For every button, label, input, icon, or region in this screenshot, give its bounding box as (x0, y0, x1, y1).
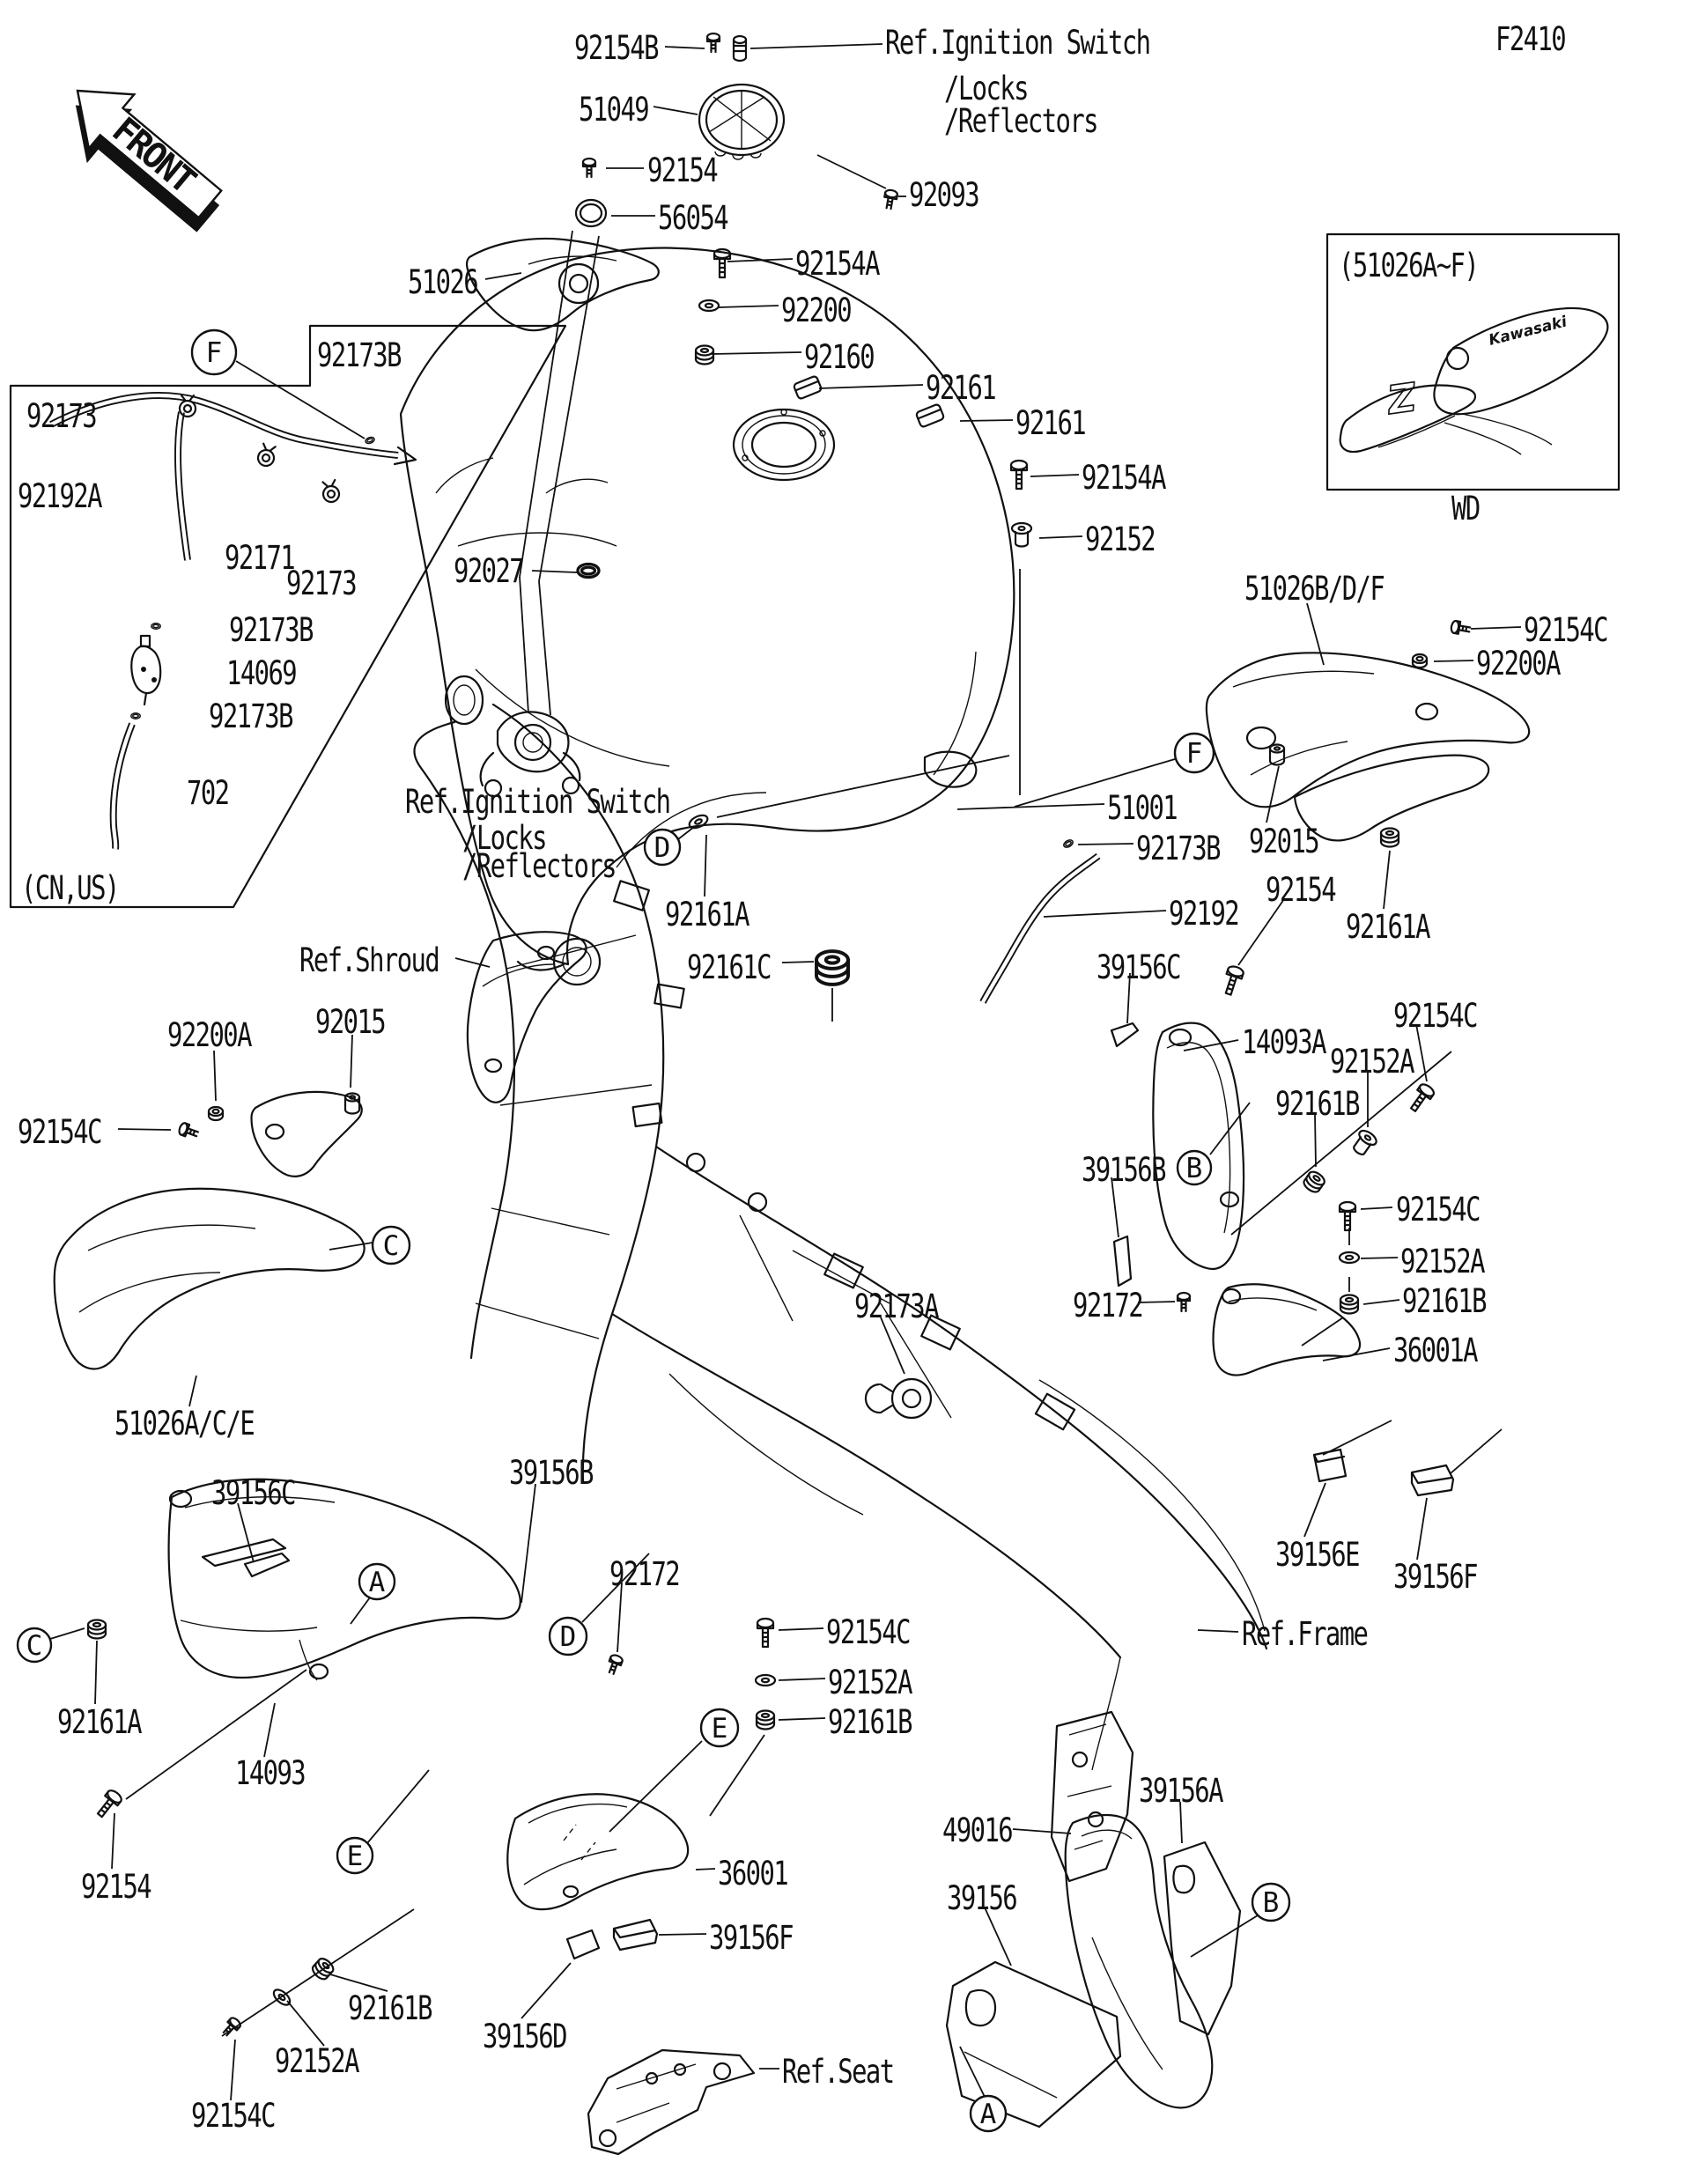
bushing-icon-92152 (1010, 521, 1033, 548)
cover-36001A-drawing (1212, 1283, 1362, 1376)
svg-text:B: B (1263, 1887, 1280, 1919)
screw-icon-92172l (604, 1652, 625, 1677)
grommet-icon-92161Br2 (1339, 1294, 1360, 1315)
heat-guard-49016-drawing (1064, 1814, 1214, 2109)
bolt-icon-92154A2 (1009, 459, 1029, 491)
fuel-cap-51049-drawing (698, 83, 786, 160)
nut-icon-92200Al (207, 1105, 225, 1122)
decal-z-mark: Z (1383, 375, 1420, 424)
marker-D-mid: D (643, 828, 682, 867)
band-icon-92173B2 (151, 623, 161, 630)
svg-text:C: C (383, 1230, 400, 1262)
band-icon-92173B (364, 435, 376, 446)
marker-A-bottom: A (969, 2094, 1008, 2133)
bolt-icon-92154Cr2 (1406, 1081, 1437, 1116)
marker-E-center: E (699, 1708, 740, 1748)
pad-39156-drawing (945, 1960, 1122, 2129)
clamp-icon-92171 (255, 442, 278, 469)
left-shroud-drawing (53, 1090, 366, 1370)
decal-brand-text: Kawasaki (1487, 313, 1569, 350)
front-arrow: FRONT (75, 89, 223, 232)
svg-text:A: A (369, 1567, 386, 1598)
marker-D-center: D (548, 1616, 588, 1656)
clip-icon-92173b (320, 478, 342, 505)
cn-us-box (9, 324, 567, 909)
marker-A-left: A (358, 1562, 396, 1601)
seat-bracket-drawing (587, 2048, 756, 2156)
bolt-icon-92154Cr1 (1449, 619, 1473, 637)
washer-icon-92200 (698, 299, 720, 313)
bolt-icon-92154 (581, 157, 597, 179)
cap-screw-icon (705, 32, 721, 54)
svg-text:A: A (980, 2099, 997, 2130)
pad-39156A-drawing (1163, 1841, 1242, 2036)
svg-text:D: D (654, 832, 671, 864)
svg-text:E: E (347, 1841, 364, 1872)
bolt-icon-92154b (92, 1787, 125, 1821)
cover-14093A-drawing (1152, 1022, 1245, 1271)
pad-icon-39156Fr (1410, 1464, 1455, 1497)
decal-inset-box (1325, 232, 1621, 491)
grommet-icon-92027 (576, 562, 601, 579)
letter-markers: F F D D C C A A B B E E (16, 328, 1291, 2133)
washer-icon-92152Ar2 (1338, 1251, 1361, 1265)
grommet-icon-92161Bc (755, 1709, 776, 1730)
bolt-icon-92154r (1219, 963, 1246, 998)
pad-icon-39156E (1312, 1448, 1348, 1483)
marker-B-bottom: B (1251, 1882, 1291, 1922)
marker-C-bottom: C (16, 1627, 53, 1664)
marker-C-left: C (371, 1225, 411, 1265)
right-shroud-drawing (1205, 652, 1531, 842)
svg-text:E: E (712, 1713, 728, 1745)
grommet-icon-92161Ar (1379, 827, 1400, 848)
bolt-icon-92154Cr3 (1338, 1200, 1357, 1232)
frame-drawing (413, 675, 1268, 1883)
damper-icon-92161C (815, 949, 850, 986)
leader-lines (49, 43, 1522, 2101)
clamp-icon-92173A (864, 1377, 933, 1420)
band-icon-92173Bmid (1061, 837, 1075, 850)
svg-text:B: B (1186, 1153, 1203, 1184)
grommet-icon-92161Ab (86, 1619, 107, 1640)
cover-36001-drawing (506, 1793, 690, 1911)
lock-cylinder-icon (732, 34, 748, 63)
marker-B-right: B (1176, 1149, 1213, 1186)
gasket-icon-56054 (574, 198, 608, 228)
cover-14093-drawing (167, 1478, 521, 1681)
marker-F-left: F (190, 328, 238, 376)
svg-text:F: F (206, 337, 223, 369)
damper-icon-92161b (914, 402, 946, 429)
washer-icon-D (686, 811, 711, 832)
washer-icon-92152Ac (754, 1673, 777, 1687)
screw-icon-92093 (882, 188, 899, 211)
marker-E-left: E (336, 1836, 374, 1875)
front-cowl-51026-drawing (465, 237, 660, 332)
pad-icon-39156Cr (1110, 1022, 1140, 1048)
svg-text:F: F (1186, 738, 1203, 770)
grommet-icon-92160 (694, 344, 715, 365)
pad-icon-39156D (565, 1929, 601, 1960)
ignition-bracket-drawing (479, 711, 581, 798)
pad-icon-39156Cl (243, 1552, 291, 1578)
tank-decal-drawing: Kawasaki Z (1339, 306, 1609, 455)
screw-icon-92154Cl (176, 1120, 201, 1141)
svg-text:C: C (26, 1630, 43, 1662)
band-icon-92173B3 (130, 712, 141, 719)
svg-text:D: D (560, 1621, 577, 1653)
drain-hose-92192 (979, 852, 1101, 1004)
pad-strip-39156Br (1112, 1235, 1133, 1288)
bolt-icon-92154Cc (756, 1617, 775, 1649)
damper-icon-92161 (792, 374, 823, 401)
shroud-bracket-drawing (466, 931, 587, 1103)
nut-icon-92200A (1411, 653, 1429, 669)
fuel-filter-icon-14069 (130, 634, 162, 706)
marker-F-right: F (1173, 732, 1215, 774)
screw-icon-92172r (1176, 1291, 1192, 1313)
fuel-tank-drawing (399, 247, 1015, 971)
pad-icon-39156Fc (612, 1918, 659, 1952)
evap-hose-group (49, 392, 417, 850)
